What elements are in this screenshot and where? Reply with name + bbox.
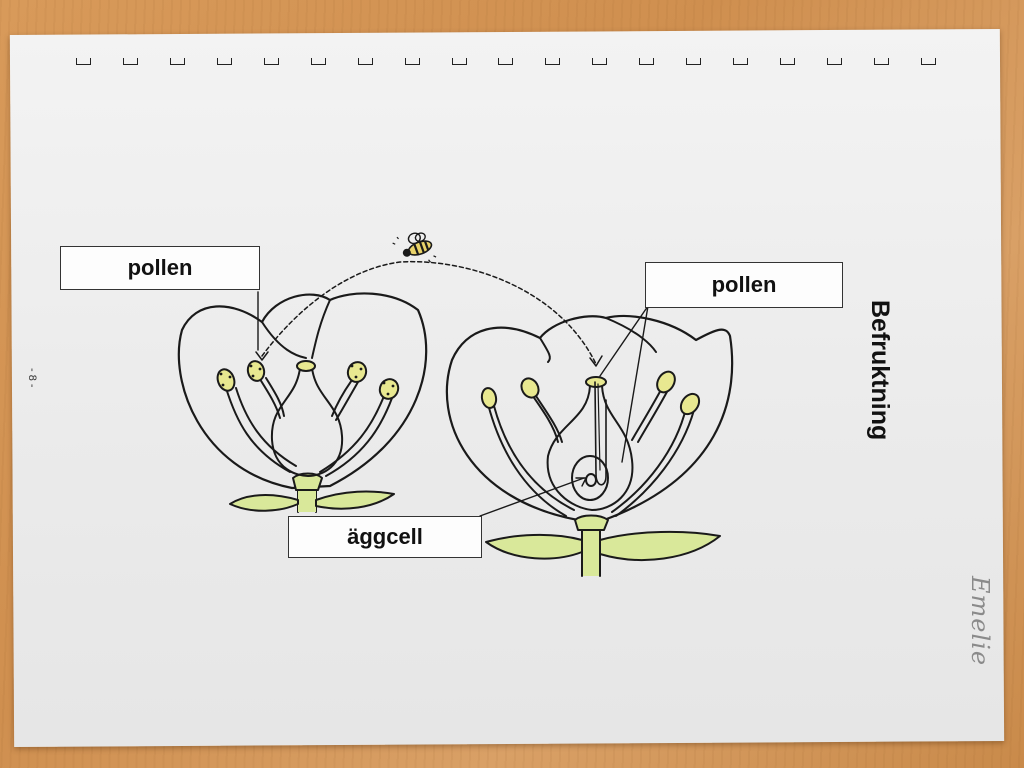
- bee-flight-path: [261, 260, 597, 365]
- page-number: - 8 -: [26, 368, 38, 388]
- student-signature: Emelie: [966, 576, 994, 667]
- bee-icon: [392, 232, 437, 263]
- pollen-right-pointer-2: [621, 305, 649, 463]
- egg-cell-label-text: äggcell: [347, 524, 423, 549]
- egg-cell-label: äggcell: [288, 516, 482, 558]
- egg-cell-pointer: [479, 477, 585, 517]
- left-flower: [177, 292, 428, 513]
- perforation-edge: [76, 58, 936, 68]
- pollen-label-left: pollen: [60, 246, 260, 290]
- pollen-label-right: pollen: [645, 262, 843, 308]
- worksheet-title: Befruktning: [866, 300, 894, 441]
- pollen-right-pointer-1: [599, 305, 649, 377]
- pollen-label-left-text: pollen: [127, 255, 193, 280]
- pollen-label-right-text: pollen: [711, 272, 777, 297]
- right-flower: [445, 314, 734, 577]
